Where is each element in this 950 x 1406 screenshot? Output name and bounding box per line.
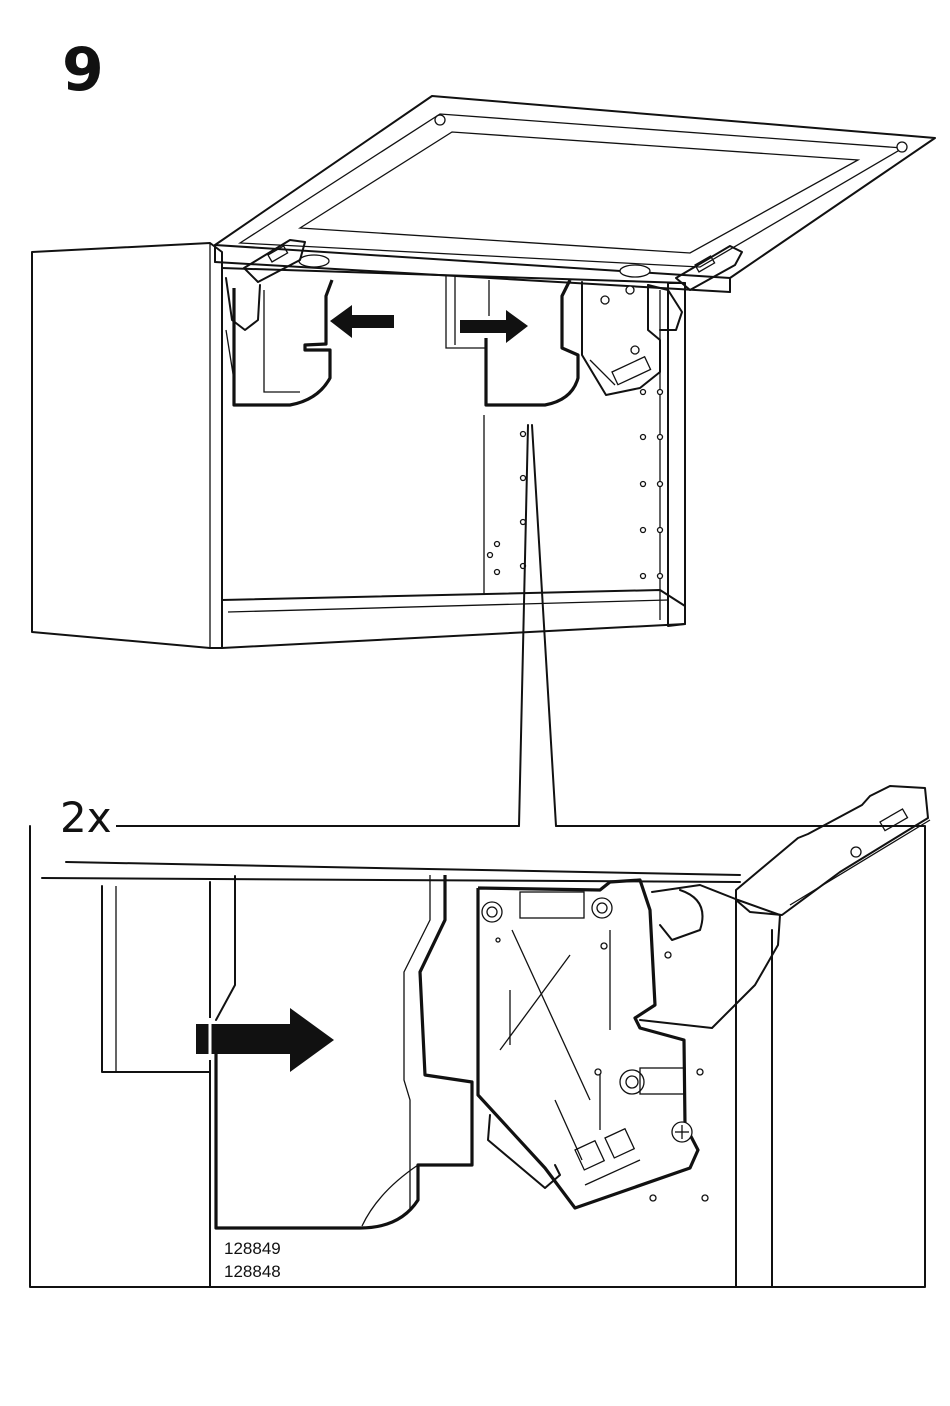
mechanism-cover-right (446, 276, 578, 405)
cabinet (32, 243, 685, 648)
detail-hinge-mechanism (478, 880, 708, 1208)
mechanism-cover-left (226, 278, 332, 405)
cabinet-door (215, 96, 935, 292)
part-number: 128849 (224, 1240, 281, 1257)
step-number: 9 (62, 40, 104, 100)
detail-callout-funnel (519, 425, 556, 826)
detail-hinge-arm (640, 786, 930, 1028)
detail-cabinet-edge (42, 862, 772, 1287)
arrow-left-icon (330, 305, 394, 338)
part-number: 128848 (224, 1263, 281, 1280)
arrow-right-icon (460, 310, 528, 343)
quantity-label: 2x (56, 797, 116, 839)
shelf-holes (488, 390, 663, 579)
